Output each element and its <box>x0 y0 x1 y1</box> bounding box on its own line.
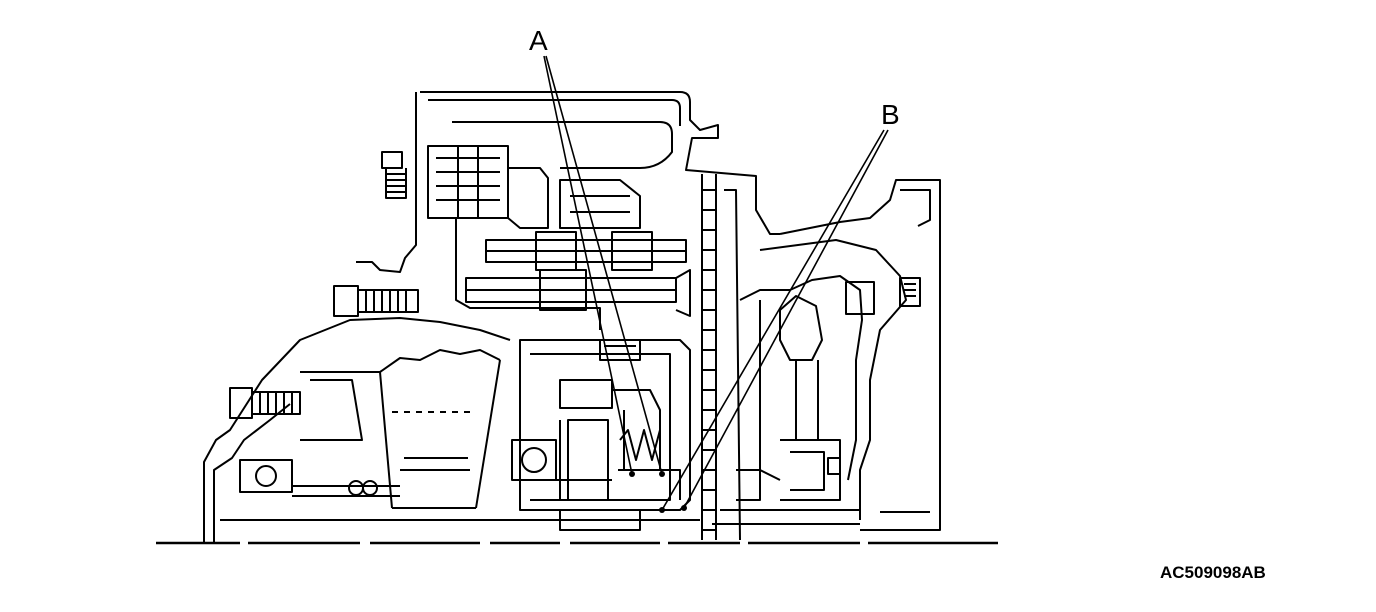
leader-dots <box>629 471 687 513</box>
figure-code: AC509098AB <box>1160 563 1266 582</box>
callout-label-a: A <box>529 25 548 56</box>
drive-chain <box>701 174 741 541</box>
bolt-upper-left <box>381 151 407 199</box>
upper-housing <box>356 91 780 330</box>
callout-label-b: B <box>881 99 900 130</box>
right-case <box>712 179 941 531</box>
leader-dot-a-2 <box>659 471 665 477</box>
bolt-mid-left <box>333 285 419 317</box>
leader-b-1 <box>661 129 885 511</box>
leader-b-2 <box>683 129 889 509</box>
leader-lines <box>543 55 889 511</box>
leader-dot-b-1 <box>659 507 665 513</box>
solenoid-shafts <box>465 179 691 317</box>
leader-a-2 <box>545 55 663 475</box>
center-gear-set <box>500 339 700 531</box>
return-spring <box>619 429 661 461</box>
leader-a-1 <box>543 55 633 475</box>
leader-dot-b-2 <box>681 505 687 511</box>
leader-dot-a-1 <box>629 471 635 477</box>
left-case <box>203 317 560 543</box>
